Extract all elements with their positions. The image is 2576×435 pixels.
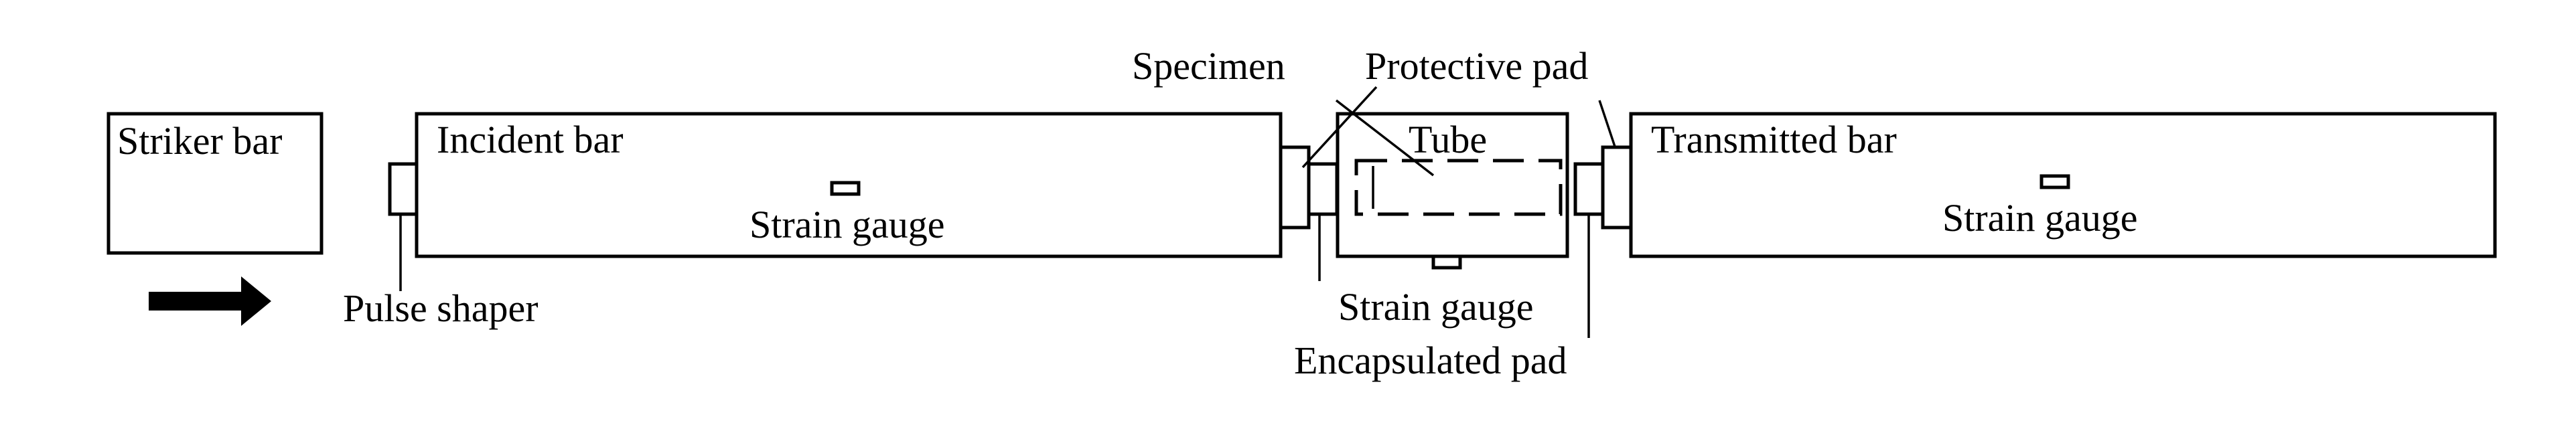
protective-pad-leader-right (1598, 100, 1617, 149)
incident-bar-label: Incident bar (437, 118, 624, 161)
encapsulated-pad-label: Encapsulated pad (1294, 339, 1567, 382)
transmitted-bar-label: Transmitted bar (1651, 118, 1897, 161)
encapsulated-pad (1573, 162, 1605, 216)
transmitted-strain-gauge-label: Strain gauge (1942, 196, 2138, 240)
tube-strain-gauge (1431, 254, 1462, 270)
protective-pad-label: Protective pad (1365, 44, 1588, 88)
right-arrow-icon (149, 276, 271, 326)
pulse-shaper (388, 162, 419, 216)
protective-pad-leader-tube (1335, 99, 1435, 177)
specimen-label: Specimen (1132, 44, 1285, 88)
protective-pad-left (1279, 145, 1311, 230)
pulse-shaper-label: Pulse shaper (343, 286, 539, 330)
striker-bar (106, 112, 324, 255)
transmitted-strain-gauge (2040, 174, 2070, 189)
tube-strain-gauge-label: Strain gauge (1338, 285, 1534, 329)
tube-label: Tube (1409, 118, 1487, 161)
protective-pad-right (1601, 145, 1633, 230)
incident-strain-gauge-label: Strain gauge (749, 203, 945, 246)
tube-dashed-core (1354, 159, 1563, 216)
striker-bar-label: Striker bar (117, 119, 282, 163)
incident-strain-gauge (830, 181, 861, 196)
specimen (1307, 162, 1339, 216)
specimen-leader (1301, 86, 1378, 169)
